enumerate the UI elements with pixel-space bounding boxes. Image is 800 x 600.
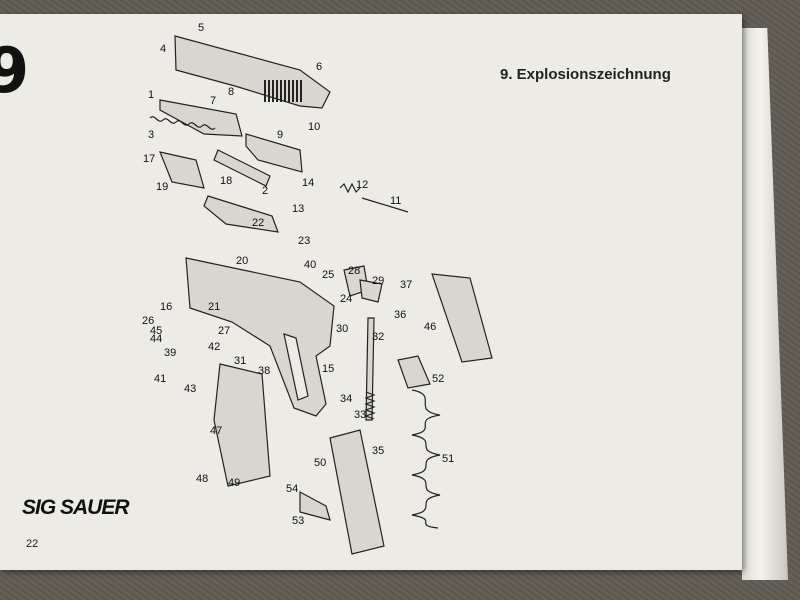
part-label-1: 1 [148,89,154,101]
part-label-9: 9 [277,129,283,141]
part-label-52: 52 [432,373,444,385]
part-label-5: 5 [198,22,204,34]
magazine-follower [397,355,431,389]
part-label-13: 13 [292,203,304,215]
barrel [159,99,243,137]
part-label-36: 36 [394,309,406,321]
part-label-51: 51 [442,453,454,465]
chapter-number: 9 [0,34,30,107]
part-label-6: 6 [316,61,322,73]
section-title: 9. Explosionszeichnung [500,66,671,83]
part-label-8: 8 [228,86,234,98]
sear [359,279,383,303]
part-label-54: 54 [286,483,298,495]
part-label-29: 29 [372,275,384,287]
firing-pin-spring [339,182,361,194]
magazine [329,429,385,555]
page-number: 22 [26,538,39,550]
part-label-15: 15 [322,363,334,375]
mainspring [364,391,376,420]
part-label-27: 27 [218,325,230,337]
part-label-31: 31 [234,355,246,367]
part-label-30: 30 [336,323,348,335]
part-label-42: 42 [208,341,220,353]
part-label-45: 45 [150,325,162,337]
part-label-38: 38 [258,365,270,377]
part-label-17: 17 [143,153,155,165]
firing-pin [361,197,409,213]
takedown-lever [159,151,205,189]
part-label-20: 20 [236,255,248,267]
guide-rod [213,149,271,187]
part-label-37: 37 [400,279,412,291]
part-label-44: 44 [150,333,162,345]
part-label-7: 7 [210,95,216,107]
part-label-22: 22 [252,217,264,229]
part-label-24: 24 [340,293,352,305]
part-label-46: 46 [424,321,436,333]
part-label-40: 40 [304,259,316,271]
part-label-48: 48 [196,473,208,485]
slide-serrations [262,80,302,102]
part-label-19: 19 [156,181,168,193]
part-label-35: 35 [372,445,384,457]
trigger-bar [203,195,279,233]
part-label-32: 32 [372,331,384,343]
slide [174,35,331,109]
part-number-labels: 1234567891011121314151617181920212223242… [142,22,454,527]
part-label-4: 4 [160,43,166,55]
part-label-23: 23 [298,235,310,247]
part-label-3: 3 [148,129,154,141]
part-label-39: 39 [164,347,176,359]
part-label-49: 49 [228,477,240,489]
part-label-43: 43 [184,383,196,395]
part-shapes [149,35,493,555]
part-label-28: 28 [348,265,360,277]
magazine-floorplate [299,490,331,521]
breech-block [245,133,303,173]
part-label-2: 2 [262,185,268,197]
grip-frame-opening [283,333,309,401]
part-label-34: 34 [340,393,352,405]
part-label-16: 16 [160,301,172,313]
part-label-18: 18 [220,175,232,187]
part-label-53: 53 [292,515,304,527]
part-label-33: 33 [354,409,366,421]
part-label-14: 14 [302,177,314,189]
part-label-10: 10 [308,121,320,133]
recoil-spring [149,116,216,130]
part-label-47: 47 [210,425,222,437]
right-grip [431,273,493,363]
part-label-21: 21 [208,301,220,313]
part-label-26: 26 [142,315,154,327]
part-label-41: 41 [154,373,166,385]
part-label-11: 11 [390,195,401,207]
part-label-12: 12 [356,179,368,191]
left-grip [213,363,271,487]
part-label-50: 50 [314,457,326,469]
part-label-25: 25 [322,269,334,281]
magazine-spring [411,389,441,529]
sig-sauer-logo: SIG SAUER [22,496,130,519]
manual-page: 9 9. Explosionszeichnung [0,14,742,570]
